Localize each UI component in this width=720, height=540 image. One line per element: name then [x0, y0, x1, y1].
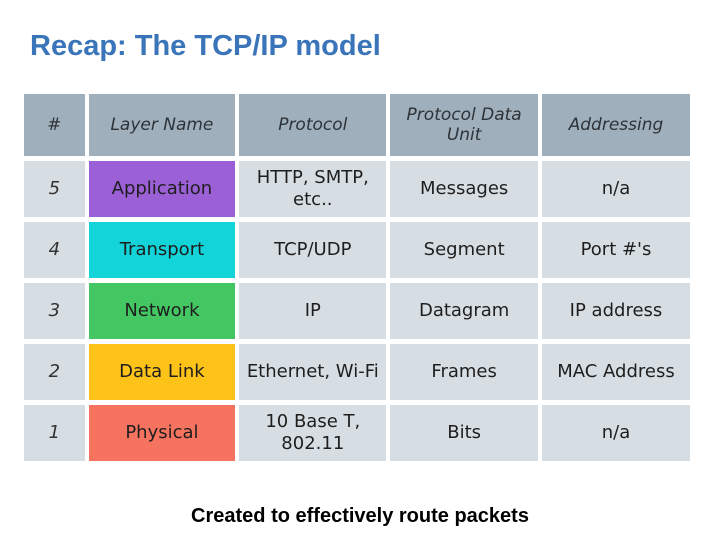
layer-name: Application — [88, 161, 236, 217]
layer-addressing: Port #'s — [541, 222, 690, 278]
tcp-ip-table: # Layer Name Protocol Protocol Data Unit… — [20, 89, 694, 466]
table-row: 2 Data Link Ethernet, Wi-Fi Frames MAC A… — [24, 344, 690, 400]
layer-addressing: MAC Address — [541, 344, 690, 400]
layer-addressing: n/a — [541, 405, 690, 461]
slide-title: Recap: The TCP/IP model — [30, 30, 381, 62]
header-addressing: Addressing — [541, 94, 690, 156]
layer-pdu: Messages — [390, 161, 538, 217]
table-row: 5 Application HTTP, SMTP, etc.. Messages… — [24, 161, 690, 217]
table-row: 3 Network IP Datagram IP address — [24, 283, 690, 339]
layer-protocol: IP — [239, 283, 387, 339]
layer-name: Data Link — [88, 344, 236, 400]
header-protocol: Protocol — [239, 94, 387, 156]
layer-pdu: Frames — [390, 344, 538, 400]
layer-protocol: 10 Base T, 802.11 — [239, 405, 387, 461]
layer-number: 3 — [24, 283, 85, 339]
layer-number: 5 — [24, 161, 85, 217]
layer-name: Physical — [88, 405, 236, 461]
layer-protocol: HTTP, SMTP, etc.. — [239, 161, 387, 217]
footer-caption: Created to effectively route packets — [191, 505, 529, 527]
header-pdu: Protocol Data Unit — [390, 94, 538, 156]
layer-number: 1 — [24, 405, 85, 461]
table-header-row: # Layer Name Protocol Protocol Data Unit… — [24, 94, 690, 156]
layer-name: Transport — [88, 222, 236, 278]
layer-number: 4 — [24, 222, 85, 278]
layer-addressing: IP address — [541, 283, 690, 339]
layer-number: 2 — [24, 344, 85, 400]
layer-pdu: Segment — [390, 222, 538, 278]
layer-addressing: n/a — [541, 161, 690, 217]
table-row: 1 Physical 10 Base T, 802.11 Bits n/a — [24, 405, 690, 461]
layer-pdu: Datagram — [390, 283, 538, 339]
table-row: 4 Transport TCP/UDP Segment Port #'s — [24, 222, 690, 278]
layer-name: Network — [88, 283, 236, 339]
layer-protocol: Ethernet, Wi-Fi — [239, 344, 387, 400]
layer-pdu: Bits — [390, 405, 538, 461]
header-number: # — [24, 94, 85, 156]
layer-protocol: TCP/UDP — [239, 222, 387, 278]
header-layer-name: Layer Name — [88, 94, 236, 156]
